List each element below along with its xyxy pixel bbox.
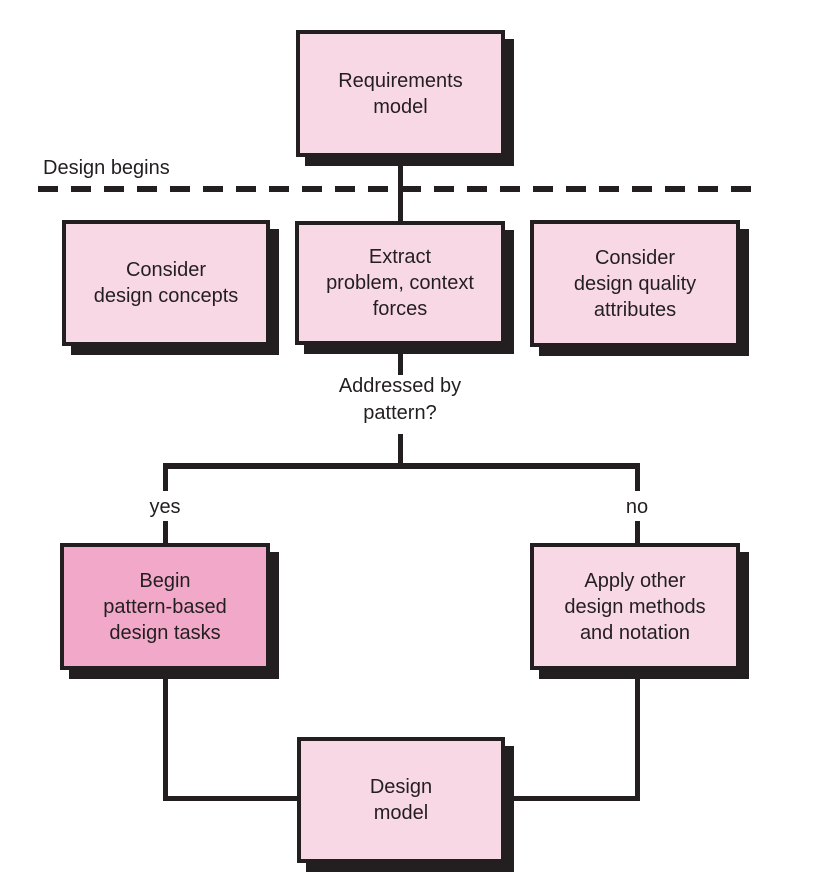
node-begin-pattern-based-design-tasks: Begin pattern-based design tasks — [60, 543, 270, 670]
connector-apply-to-design-model-horizontal — [500, 796, 640, 801]
no-branch-label: no — [625, 496, 649, 518]
node-extract-problem-context-forces: Extract problem, context forces — [295, 221, 505, 345]
node-apply-other-design-methods-and-notation: Apply other design methods and notation — [530, 543, 740, 670]
no-branch-line-upper — [635, 463, 640, 491]
node-label: Extract problem, context forces — [326, 246, 474, 320]
connector-begin-to-design-model-vertical — [163, 669, 168, 801]
node-requirements-model: Requirements model — [296, 30, 505, 157]
connector-begin-to-design-model-horizontal — [163, 796, 303, 801]
node-consider-design-quality-attributes: Consider design quality attributes — [530, 220, 740, 347]
yes-branch-line-lower — [163, 521, 168, 545]
decision-question-label: Addressed by pattern? — [338, 375, 462, 424]
node-consider-design-concepts: Consider design concepts — [62, 220, 270, 346]
yes-branch-label: yes — [149, 496, 181, 518]
node-label: Consider design concepts — [93, 259, 239, 307]
connector-question-to-branch — [398, 434, 403, 468]
yes-branch-line-upper — [163, 463, 168, 491]
branch-horizontal-line — [163, 463, 640, 469]
node-design-model: Design model — [297, 737, 505, 863]
design-begins-divider-dashed-line — [38, 186, 757, 192]
node-label: Requirements model — [338, 69, 463, 118]
node-label: Apply other design methods and notation — [564, 569, 706, 644]
no-branch-line-lower — [635, 521, 640, 545]
node-label: Begin pattern-based design tasks — [103, 569, 227, 644]
connector-apply-to-design-model-vertical — [635, 669, 640, 801]
design-begins-label: Design begins — [43, 157, 170, 179]
connector-extract-to-question — [398, 343, 403, 375]
node-label: Consider design quality attributes — [573, 246, 697, 321]
node-label: Design model — [369, 776, 433, 824]
